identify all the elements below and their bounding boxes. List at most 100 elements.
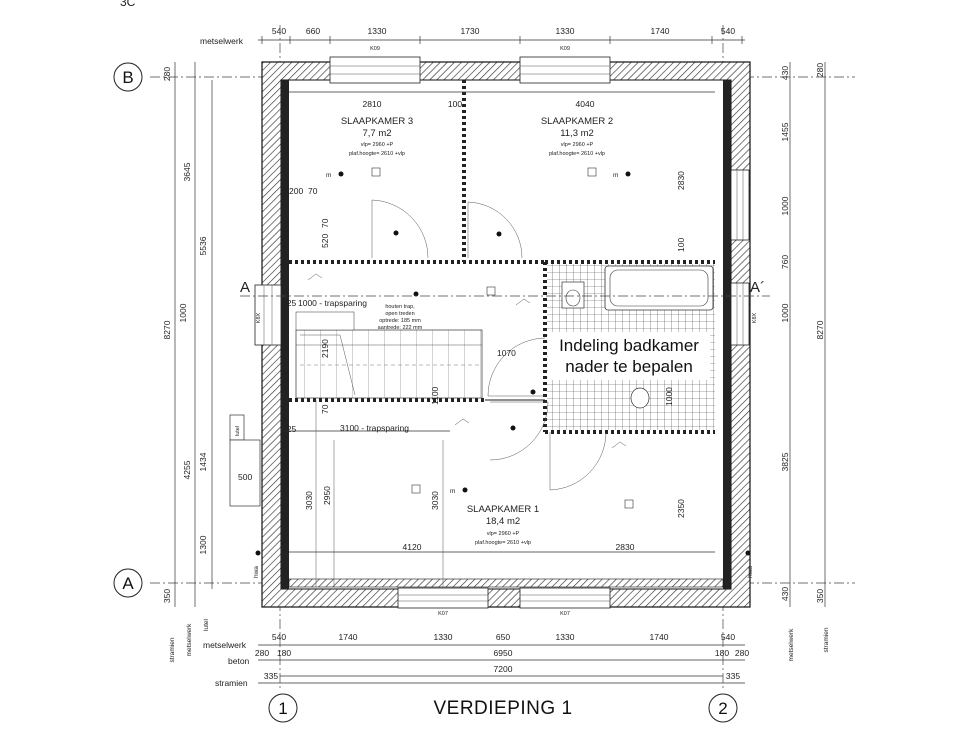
- right-dim-760: 760: [780, 255, 790, 269]
- right-dim-350: 350: [815, 589, 825, 603]
- right-dim-1000b: 1000: [780, 303, 790, 322]
- dim-2830: 2830: [616, 542, 635, 552]
- dim-100a: 100: [448, 99, 462, 109]
- bathroom-note-bg: [548, 332, 710, 380]
- left-label-metselwerk: metselwerk: [186, 623, 193, 657]
- room-bed2-vlp: vlp= 2960 +P: [561, 142, 594, 148]
- room-bed1-plaf: plaf.hoogte= 2610 +vlp: [475, 540, 531, 546]
- room-bed1-vlp: vlp= 2960 +P: [487, 531, 520, 537]
- section-right: A´: [750, 279, 765, 296]
- left-dim-5536: 5536: [198, 236, 208, 255]
- bottom-row2-5: 280: [735, 648, 749, 658]
- left-dim-1300: 1300: [198, 535, 208, 554]
- room-bed3-area: 7,7 m2: [362, 128, 391, 139]
- dim-520: 520: [320, 234, 330, 248]
- dim-3030: 3030: [304, 491, 314, 510]
- top-dim-6: 1740: [651, 26, 670, 36]
- bottom-row1-6: 1740: [650, 632, 669, 642]
- axis-2-label: 2: [718, 699, 727, 718]
- room-bed2: SLAAPKAMER 2 11,3 m2 vlp= 2960 +P plaf.h…: [541, 116, 613, 157]
- right-dim-3825: 3825: [780, 452, 790, 471]
- stair-note-4: aantrede: 222 mm: [378, 325, 423, 331]
- room-bed1-name: SLAAPKAMER 1: [467, 504, 539, 515]
- bottom-row4-2: 335: [726, 671, 740, 681]
- axis-b-bubble: [113, 62, 143, 92]
- dim-2810: 2810: [363, 99, 382, 109]
- window-top-right: [519, 56, 611, 84]
- stair-note-3: optrede: 185 mm: [379, 318, 421, 324]
- room-bed3-vlp: vlp= 2960 +P: [361, 142, 394, 148]
- right-dim-430b: 430: [780, 587, 790, 601]
- room-bed3: SLAAPKAMER 3 7,7 m2 vlp= 2960 +P plaf.ho…: [341, 116, 413, 157]
- axis-a-bubble: [113, 568, 143, 598]
- top-dim-3: 1330: [368, 26, 387, 36]
- bottom-row1-3: 1330: [434, 632, 453, 642]
- bathtub: [604, 265, 714, 311]
- door-bed2[interactable]: [467, 201, 523, 259]
- inner-leaf-bottom: [288, 578, 724, 588]
- inner-leaf-left: [281, 80, 289, 589]
- stair-sparing-bottom-pre: 325: [282, 424, 296, 434]
- door-bed1[interactable]: [549, 431, 607, 491]
- dim-70c: 70: [320, 404, 330, 414]
- bottom-row2-2: 180: [277, 648, 291, 658]
- bottom-row1-5: 1330: [556, 632, 575, 642]
- right-dim-280: 280: [815, 63, 825, 77]
- left-dim-1000: 1000: [178, 303, 188, 322]
- window-right-top: [730, 169, 750, 241]
- dim-100v: 100: [676, 238, 686, 252]
- left-dim-4255: 4255: [182, 460, 192, 479]
- axis-a-label: A: [122, 574, 134, 593]
- window-right-label: K8X: [752, 312, 758, 323]
- bottom-row2-3: 6950: [494, 648, 513, 658]
- stair-note-1: houten trap,: [385, 304, 415, 310]
- axis-1-label: 1: [278, 699, 287, 718]
- window-top-left: [329, 56, 421, 84]
- dim-200: 200: [289, 186, 303, 196]
- window-right-bottom: [730, 282, 750, 346]
- door-bath[interactable]: [487, 337, 546, 397]
- toilet: [561, 281, 585, 309]
- door-bed3[interactable]: [371, 199, 429, 259]
- bottom-row2-1: 280: [255, 648, 269, 658]
- door-hall[interactable]: [489, 401, 549, 461]
- room-bed3-name: SLAAPKAMER 3: [341, 116, 413, 127]
- left-label-lutel: lutel: [203, 618, 210, 630]
- axis-2-bubble: [708, 693, 738, 723]
- sink: [630, 387, 650, 409]
- window-bottom-right: [519, 587, 611, 609]
- right-dim-1000a: 1000: [780, 196, 790, 215]
- window-left-label: K8X: [256, 312, 262, 323]
- dim-1070: 1070: [497, 348, 516, 358]
- right-dim-8270: 8270: [815, 320, 825, 339]
- inner-leaf-right: [723, 80, 731, 589]
- bathroom-note-1: Indeling badkamer: [559, 336, 699, 355]
- top-dim-4: 1730: [461, 26, 480, 36]
- top-dim-label: metselwerk: [200, 36, 244, 46]
- dim-2350: 2350: [676, 499, 686, 518]
- room-bed1: SLAAPKAMER 1 18,4 m2 vlp= 2960 +P plaf.h…: [467, 504, 539, 546]
- dim-70: 70: [308, 186, 318, 196]
- room-bed2-plaf: plaf.hoogte= 2610 +vlp: [549, 151, 605, 157]
- window-label-top-right: K09: [560, 46, 570, 52]
- bottom-row1-7: 540: [721, 632, 735, 642]
- right-dim-1455: 1455: [780, 122, 790, 141]
- right-dim-430a: 430: [780, 66, 790, 80]
- dim-2950: 2950: [322, 486, 332, 505]
- left-dim-350: 350: [162, 589, 172, 603]
- left-dim-3645: 3645: [182, 162, 192, 181]
- axis-1-bubble: [268, 693, 298, 723]
- top-dim-ticks: [261, 36, 743, 44]
- bottom-row1-4: 650: [496, 632, 510, 642]
- top-dim-2: 660: [306, 26, 320, 36]
- dim-2830v: 2830: [676, 171, 686, 190]
- window-left: [254, 284, 282, 346]
- room-bed2-area: 11,3 m2: [560, 128, 594, 139]
- dim-4120: 4120: [403, 542, 422, 552]
- hwa-right: hwa: [747, 566, 754, 578]
- dim-4040: 4040: [576, 99, 595, 109]
- dim-3030b: 3030: [430, 491, 440, 510]
- drawing-title: VERDIEPING 1: [433, 698, 572, 719]
- left-dim-280: 280: [162, 67, 172, 81]
